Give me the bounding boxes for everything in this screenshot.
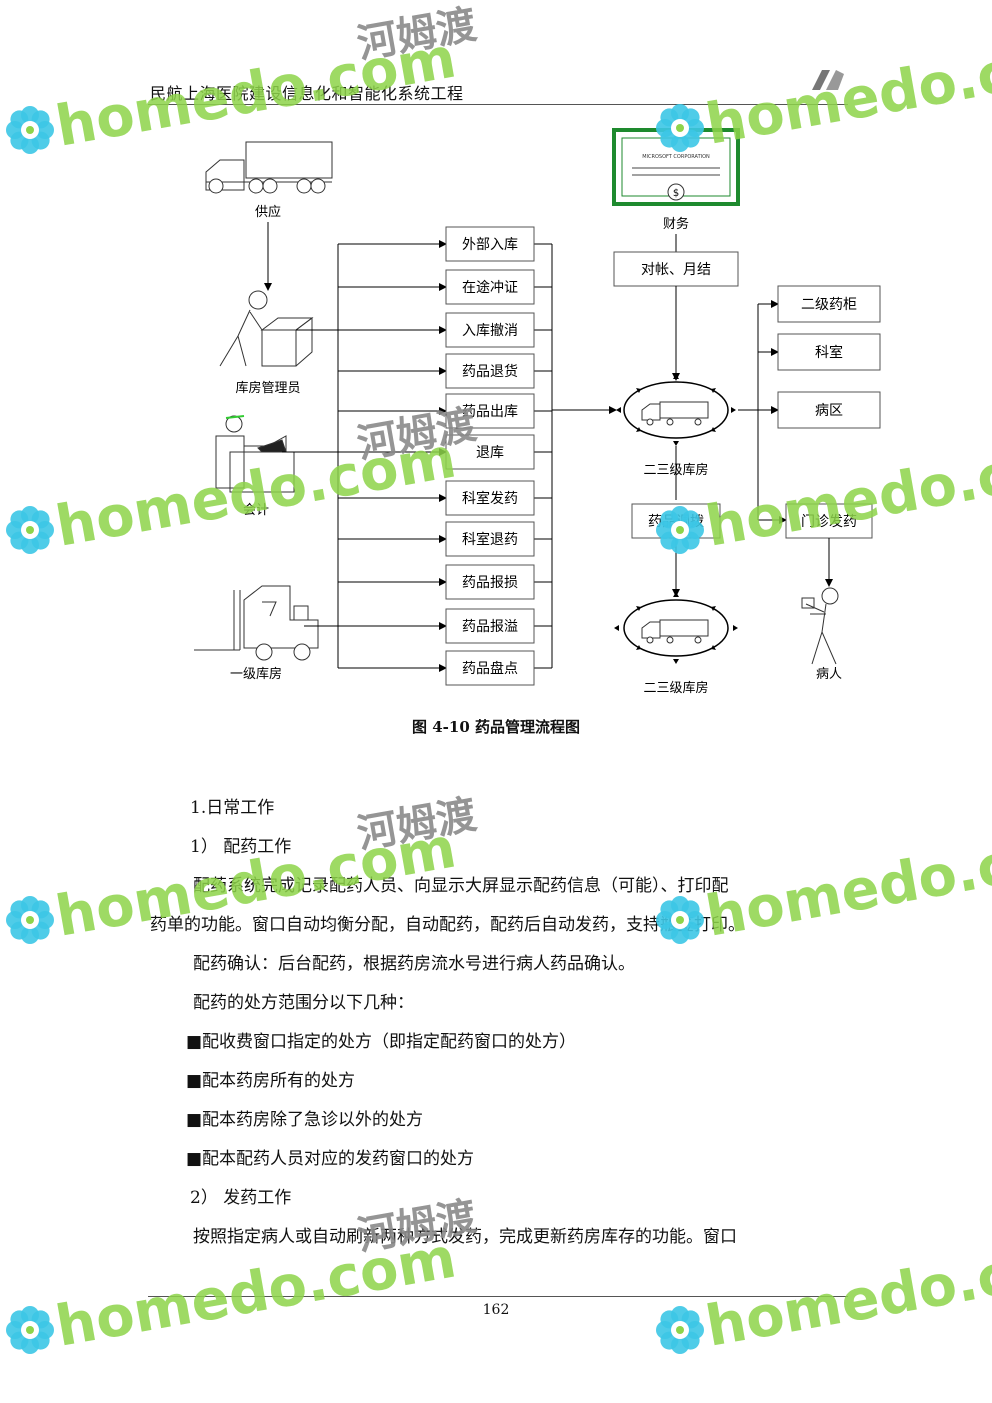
label-accountant: 会计 — [243, 503, 269, 518]
watermark-brand-text: homedo.com — [701, 1226, 992, 1360]
destination-box: 病区 — [777, 391, 881, 429]
section-title: 1.日常工作 — [190, 798, 275, 818]
destination-box: 二级药柜 — [777, 285, 881, 323]
page-number: 162 — [482, 1302, 510, 1318]
process-box-label: 药品盘点 — [462, 660, 518, 677]
process-box-label: 科室退药 — [462, 531, 518, 548]
process-box: 药品出库 — [338, 393, 552, 429]
box-outpatient: 门诊发药 — [801, 514, 857, 530]
truck-icon — [641, 401, 709, 426]
subheading-dispensing: 1） 配药工作 — [190, 837, 292, 857]
paragraph-line: 药单的功能。窗口自动均衡分配，自动配药，配药后自动发药，支持瓶签打印。 — [150, 915, 745, 935]
process-box: 科室发药 — [338, 480, 552, 516]
warehouse-worker-icon — [219, 290, 314, 367]
paragraph: 按照指定病人或自动刷新两种方式发药，完成更新药房库存的功能。窗口 — [193, 1227, 737, 1247]
process-box-label: 药品报溢 — [462, 619, 518, 635]
process-box: 药品盘点 — [338, 650, 552, 686]
footer-divider — [148, 1296, 848, 1297]
process-box-label: 外部入库 — [462, 237, 518, 253]
paragraph: 配药确认：后台配药，根据药房流水号进行病人药品确认。 — [193, 954, 635, 974]
process-box: 入库撤消 — [338, 312, 552, 348]
process-box: 退库 — [338, 434, 552, 470]
patient-icon — [801, 587, 839, 665]
drug-management-flowchart: 供应 库房管理员 会计 一级库房 外部入库在途冲证入库撤消药品退货药品出库退库科… — [194, 128, 881, 696]
truck-icon — [641, 619, 709, 644]
process-box-group: 外部入库在途冲证入库撤消药品退货药品出库退库科室发药科室退药药品报损药品报溢药品… — [338, 226, 552, 686]
destination-box-label: 二级药柜 — [801, 297, 857, 313]
publisher-logo-icon — [812, 70, 844, 90]
box-reconcile: 对帐、月结 — [641, 262, 711, 278]
subheading-issuing: 2） 发药工作 — [190, 1188, 292, 1208]
forklift-icon — [194, 585, 319, 661]
process-box-label: 药品出库 — [462, 404, 518, 420]
label-finance: 财务 — [663, 216, 689, 232]
process-box-label: 退库 — [476, 445, 504, 461]
process-box: 外部入库 — [338, 226, 552, 262]
bullet-item: ■配本配药人员对应的发药窗口的处方 — [186, 1149, 475, 1169]
box-transfer: 药品调拨 — [648, 514, 704, 530]
accountant-icon — [215, 415, 295, 493]
process-box: 药品报损 — [338, 564, 552, 600]
label-warehouse-manager: 库房管理员 — [235, 380, 300, 396]
paragraph-line: 配药系统完成记录配药人员、向显示大屏显示配药信息（可能）、打印配 — [193, 876, 729, 896]
process-box: 科室退药 — [338, 521, 552, 557]
certificate-corp-text: MICROSOFT CORPORATION — [642, 154, 710, 160]
process-box-label: 药品报损 — [462, 575, 518, 591]
process-box-label: 在途冲证 — [462, 279, 518, 296]
header-divider — [148, 104, 848, 105]
process-box: 药品报溢 — [338, 608, 552, 644]
label-primary-warehouse: 一级库房 — [230, 666, 282, 682]
process-box-label: 药品退货 — [462, 363, 518, 380]
secondary-warehouse-node-1 — [616, 374, 736, 446]
truck-icon — [205, 141, 333, 194]
finance-certificate-icon: MICROSOFT CORPORATION $ — [612, 128, 740, 206]
process-box: 药品退货 — [338, 353, 552, 389]
process-box-label: 入库撤消 — [462, 323, 518, 339]
destination-box-label: 病区 — [815, 403, 843, 419]
flower-logo-icon — [6, 896, 54, 944]
destination-box-label: 科室 — [815, 344, 843, 361]
watermark-cn-text: 河姆渡 — [354, 792, 480, 858]
process-box: 在途冲证 — [338, 269, 552, 305]
paragraph: 配药的处方范围分以下几种： — [193, 993, 414, 1013]
destination-box: 科室 — [777, 333, 881, 371]
document-header-title: 民航上海医院建设信息化和智能化系统工程 — [150, 84, 464, 103]
bullet-item: ■配本药房所有的处方 — [186, 1071, 356, 1091]
figure-caption: 图 4-10 药品管理流程图 — [412, 718, 580, 736]
bullet-item: ■配收费窗口指定的处方（即指定配药窗口的处方） — [186, 1032, 577, 1052]
secondary-warehouse-node-2 — [614, 592, 738, 664]
certificate-symbol: $ — [673, 188, 679, 199]
bullet-item: ■配本药房除了急诊以外的处方 — [186, 1110, 424, 1130]
label-supply: 供应 — [255, 204, 281, 220]
label-patient: 病人 — [816, 667, 842, 682]
process-box-label: 科室发药 — [462, 490, 518, 507]
label-secondary-warehouse-2: 二三级库房 — [643, 680, 708, 696]
